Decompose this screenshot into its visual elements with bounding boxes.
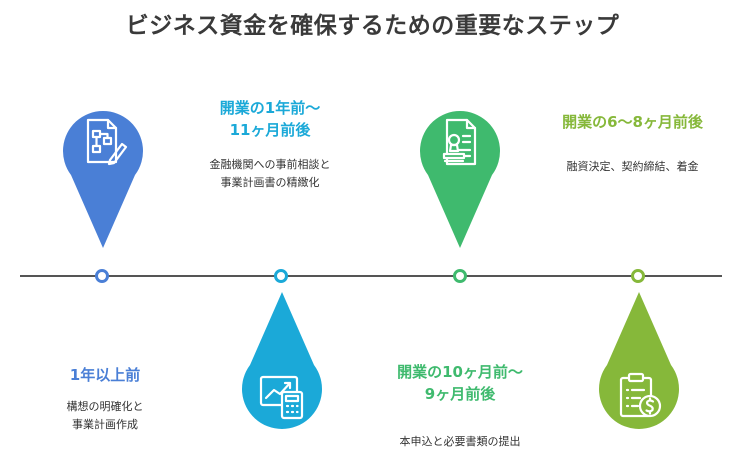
timeline-node-step2 [274, 269, 288, 283]
step4-heading: 開業の6～8ヶ月前後 [562, 113, 703, 131]
flowchart-edit-icon [86, 118, 128, 166]
diagram-title: ビジネス資金を確保するための重要なステップ [125, 13, 620, 39]
step3-description: 本申込と必要書類の提出 [399, 435, 521, 448]
step4-description: 融資決定、契約締結、着金 [566, 160, 699, 173]
clipboard-money-icon [619, 372, 662, 418]
step2-pin [237, 292, 327, 442]
step2-description: 金融機関への事前相談と 事業計画書の精緻化 [209, 158, 331, 189]
timeline-line [20, 275, 722, 277]
step3-heading: 開業の10ヶ月前～ 9ヶ月前後 [397, 363, 523, 403]
timeline-node-step4 [631, 269, 645, 283]
step1-description: 構想の明確化と 事業計画作成 [66, 400, 144, 431]
step1-pin [58, 98, 148, 248]
timeline-node-step3 [453, 269, 467, 283]
step1-heading: 1年以上前 [69, 366, 141, 384]
document-stamp-icon [442, 118, 477, 166]
growth-calculator-icon [259, 375, 304, 420]
step2-heading: 開業の1年前～ 11ヶ月前後 [219, 99, 321, 139]
timeline-node-step1 [95, 269, 109, 283]
step4-pin [594, 292, 684, 442]
step3-pin [415, 98, 505, 248]
